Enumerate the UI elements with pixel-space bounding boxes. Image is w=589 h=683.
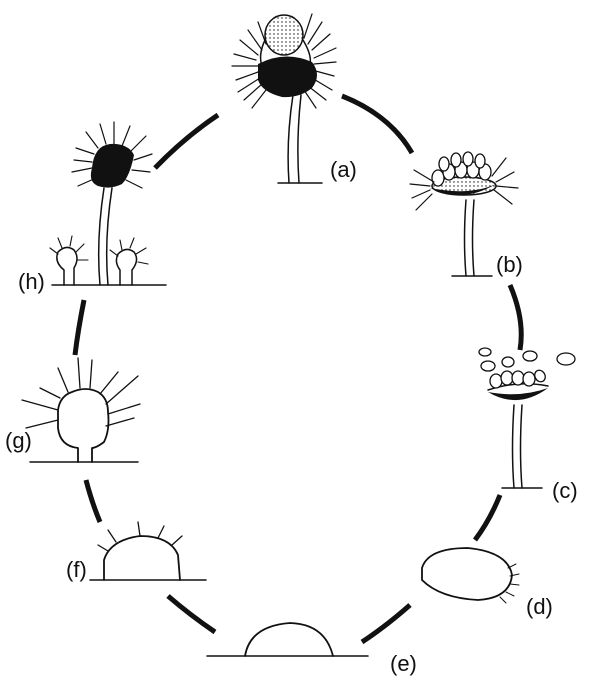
stage-b-illustration: (b)	[410, 152, 523, 277]
arc-h-a	[155, 115, 218, 168]
stage-c-illustration: (c)	[479, 348, 578, 503]
arc-a-b	[342, 96, 412, 153]
stage-h-label: (h)	[18, 269, 45, 294]
stage-h-illustration: (h)	[18, 122, 166, 294]
arc-e-f	[168, 596, 215, 632]
arc-g-h	[75, 300, 84, 355]
stage-c-label: (c)	[552, 478, 578, 503]
arc-b-c	[510, 285, 521, 350]
stage-d-label: (d)	[526, 594, 553, 619]
arc-d-e	[362, 605, 410, 642]
stage-a-illustration: (a)	[232, 14, 357, 183]
stage-b-label: (b)	[496, 252, 523, 277]
stage-e-illustration: (e)	[207, 623, 417, 676]
stage-f-label: (f)	[66, 557, 87, 582]
stage-g-label: (g)	[5, 428, 32, 453]
stage-e-label: (e)	[390, 651, 417, 676]
arc-c-d	[475, 495, 500, 540]
arc-f-g	[86, 480, 100, 522]
stage-a-label: (a)	[330, 157, 357, 182]
stage-d-illustration: (d)	[422, 548, 553, 619]
stage-g-illustration: (g)	[5, 358, 140, 462]
stage-f-illustration: (f)	[66, 522, 206, 582]
